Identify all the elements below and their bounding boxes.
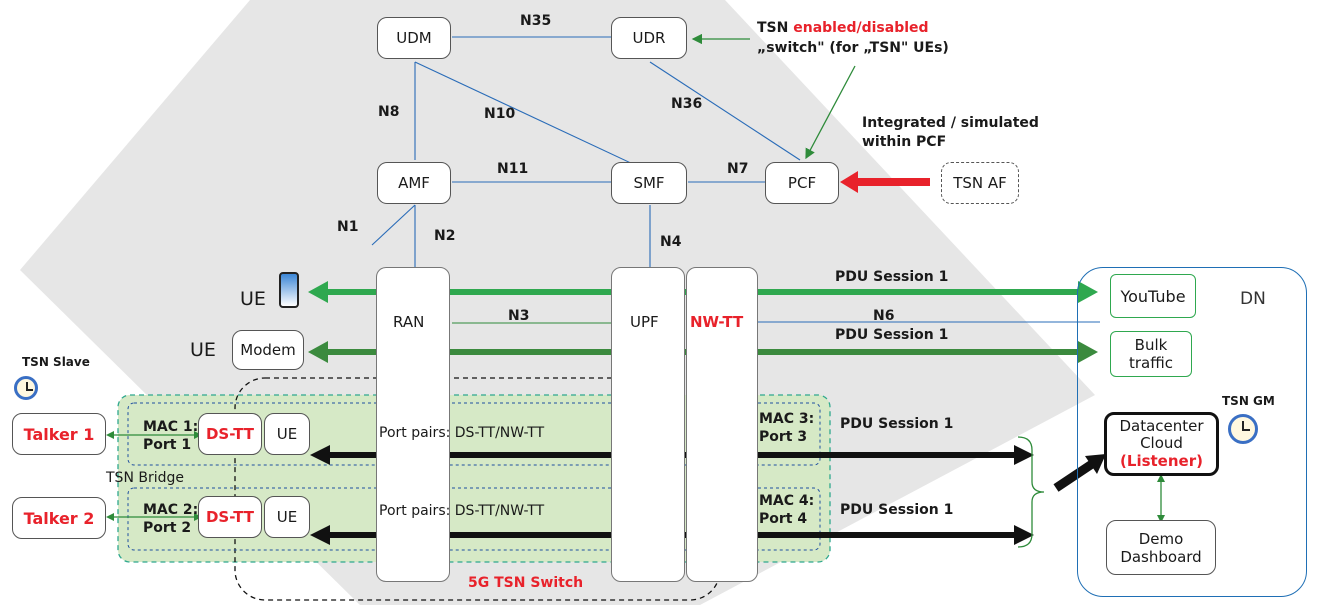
pdu-session-label-2: PDU Session 1 — [835, 327, 949, 343]
session-brace — [1017, 436, 1045, 548]
mac4-line1: MAC 4: — [759, 493, 815, 509]
port-pair-box-2 — [127, 487, 821, 551]
integrated-note-2: within PCF — [862, 134, 947, 150]
mac1-line2: Port 1 — [143, 437, 192, 453]
mac2-line2: Port 2 — [143, 520, 192, 536]
mac1-line1: MAC 1: — [143, 419, 199, 435]
ran-column — [376, 267, 450, 582]
phone-icon — [279, 272, 299, 308]
datacenter-node[interactable]: Datacenter Cloud (Listener) — [1104, 412, 1219, 476]
mac2-line1: MAC 2: — [143, 502, 199, 518]
clock-icon — [1228, 414, 1258, 444]
switch-note: „switch" (for „TSN" UEs) — [757, 40, 949, 56]
mac3-line1: MAC 3: — [759, 411, 815, 427]
talker1-node[interactable]: Talker 1 — [12, 413, 106, 455]
ue-modem-label: UE — [190, 339, 216, 361]
dstt2-node[interactable]: DS-TT — [198, 496, 262, 538]
core-links — [371, 36, 1100, 323]
amf-node[interactable]: AMF — [377, 162, 451, 204]
tsn-switch-note: TSN enabled/disabled — [757, 20, 929, 36]
bulk-traffic-node[interactable]: Bulk traffic — [1110, 331, 1192, 377]
n4-label: N4 — [660, 234, 682, 250]
pcf-node[interactable]: PCF — [765, 162, 839, 204]
demo-dashboard-node[interactable]: Demo Dashboard — [1106, 520, 1216, 575]
n7-label: N7 — [727, 161, 749, 177]
n2-label: N2 — [434, 228, 456, 244]
pdu-session-label-4: PDU Session 1 — [840, 502, 954, 518]
datacenter-line3: (Listener) — [1120, 451, 1203, 470]
nwtt-column — [686, 267, 758, 582]
n1-label: N1 — [337, 219, 359, 235]
port-pair-box-1 — [127, 402, 821, 466]
n3-label: N3 — [508, 308, 530, 324]
n35-label: N35 — [520, 13, 552, 29]
n36-label: N36 — [671, 96, 703, 112]
tsn-gm-label: TSN GM — [1222, 394, 1275, 408]
pdu-session-label-1: PDU Session 1 — [835, 269, 949, 285]
ue-phone-label: UE — [240, 288, 266, 310]
ue-box-2[interactable]: UE — [264, 496, 310, 538]
smf-node[interactable]: SMF — [611, 162, 687, 204]
tsn-af-node[interactable]: TSN AF — [941, 162, 1019, 204]
port-pairs-label-1: Port pairs: DS-TT/NW-TT — [379, 425, 545, 441]
datacenter-line1: Datacenter — [1119, 417, 1204, 436]
udm-node[interactable]: UDM — [377, 17, 451, 59]
aggregate-arrow — [1053, 458, 1098, 492]
tsn-switch-label: 5G TSN Switch — [468, 575, 584, 591]
datacenter-line2: Cloud — [1140, 434, 1183, 453]
dn-region — [1077, 267, 1307, 597]
tsn-prefix: TSN — [757, 20, 789, 36]
ue-box-1[interactable]: UE — [264, 413, 310, 455]
youtube-node[interactable]: YouTube — [1110, 274, 1196, 318]
talker2-node[interactable]: Talker 2 — [12, 497, 106, 539]
pdu-session-label-3: PDU Session 1 — [840, 416, 954, 432]
n6-label: N6 — [873, 308, 895, 324]
enabled-disabled: enabled/disabled — [793, 20, 929, 36]
n8-label: N8 — [378, 104, 400, 120]
n11-label: N11 — [497, 161, 529, 177]
modem-node[interactable]: Modem — [232, 330, 304, 370]
tsn-slave-label: TSN Slave — [22, 355, 90, 369]
clock-icon — [14, 376, 38, 400]
dn-label: DN — [1240, 289, 1266, 309]
port-pairs-label-2: Port pairs: DS-TT/NW-TT — [379, 503, 545, 519]
nwtt-label: NW-TT — [690, 313, 744, 331]
integrated-note-1: Integrated / simulated — [862, 115, 1039, 131]
ran-label: RAN — [393, 313, 425, 331]
mac4-line2: Port 4 — [759, 511, 808, 527]
upf-column — [611, 267, 685, 582]
udr-node[interactable]: UDR — [611, 17, 687, 59]
mac3-line2: Port 3 — [759, 429, 808, 445]
tsn-bridge-label: TSN Bridge — [106, 470, 184, 486]
pcf-note-arrow — [805, 65, 856, 160]
dstt1-node[interactable]: DS-TT — [198, 413, 262, 455]
upf-label: UPF — [630, 313, 659, 331]
n10-label: N10 — [484, 106, 516, 122]
